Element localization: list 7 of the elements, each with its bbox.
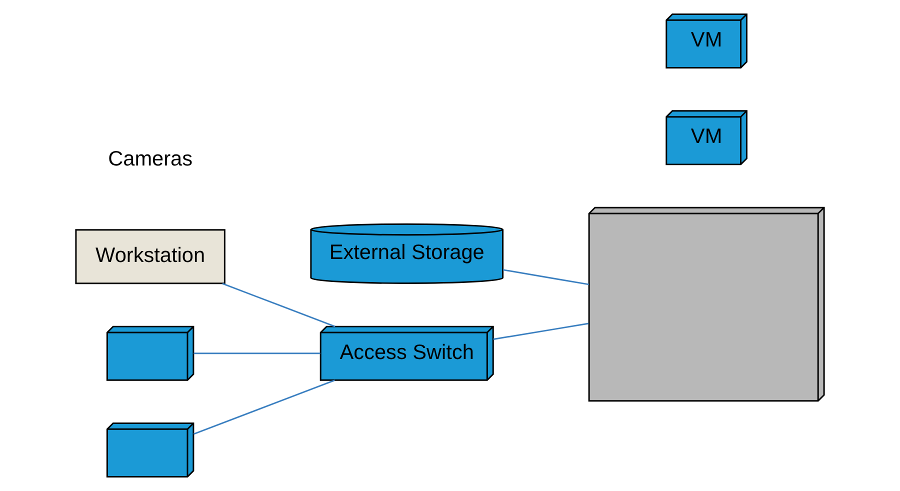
connector (222, 282, 336, 328)
node-box: Workstation (75, 229, 226, 284)
connector (194, 352, 320, 354)
label: Cameras (108, 147, 193, 170)
connector (502, 269, 590, 286)
connector (193, 380, 335, 435)
connector (493, 322, 589, 340)
